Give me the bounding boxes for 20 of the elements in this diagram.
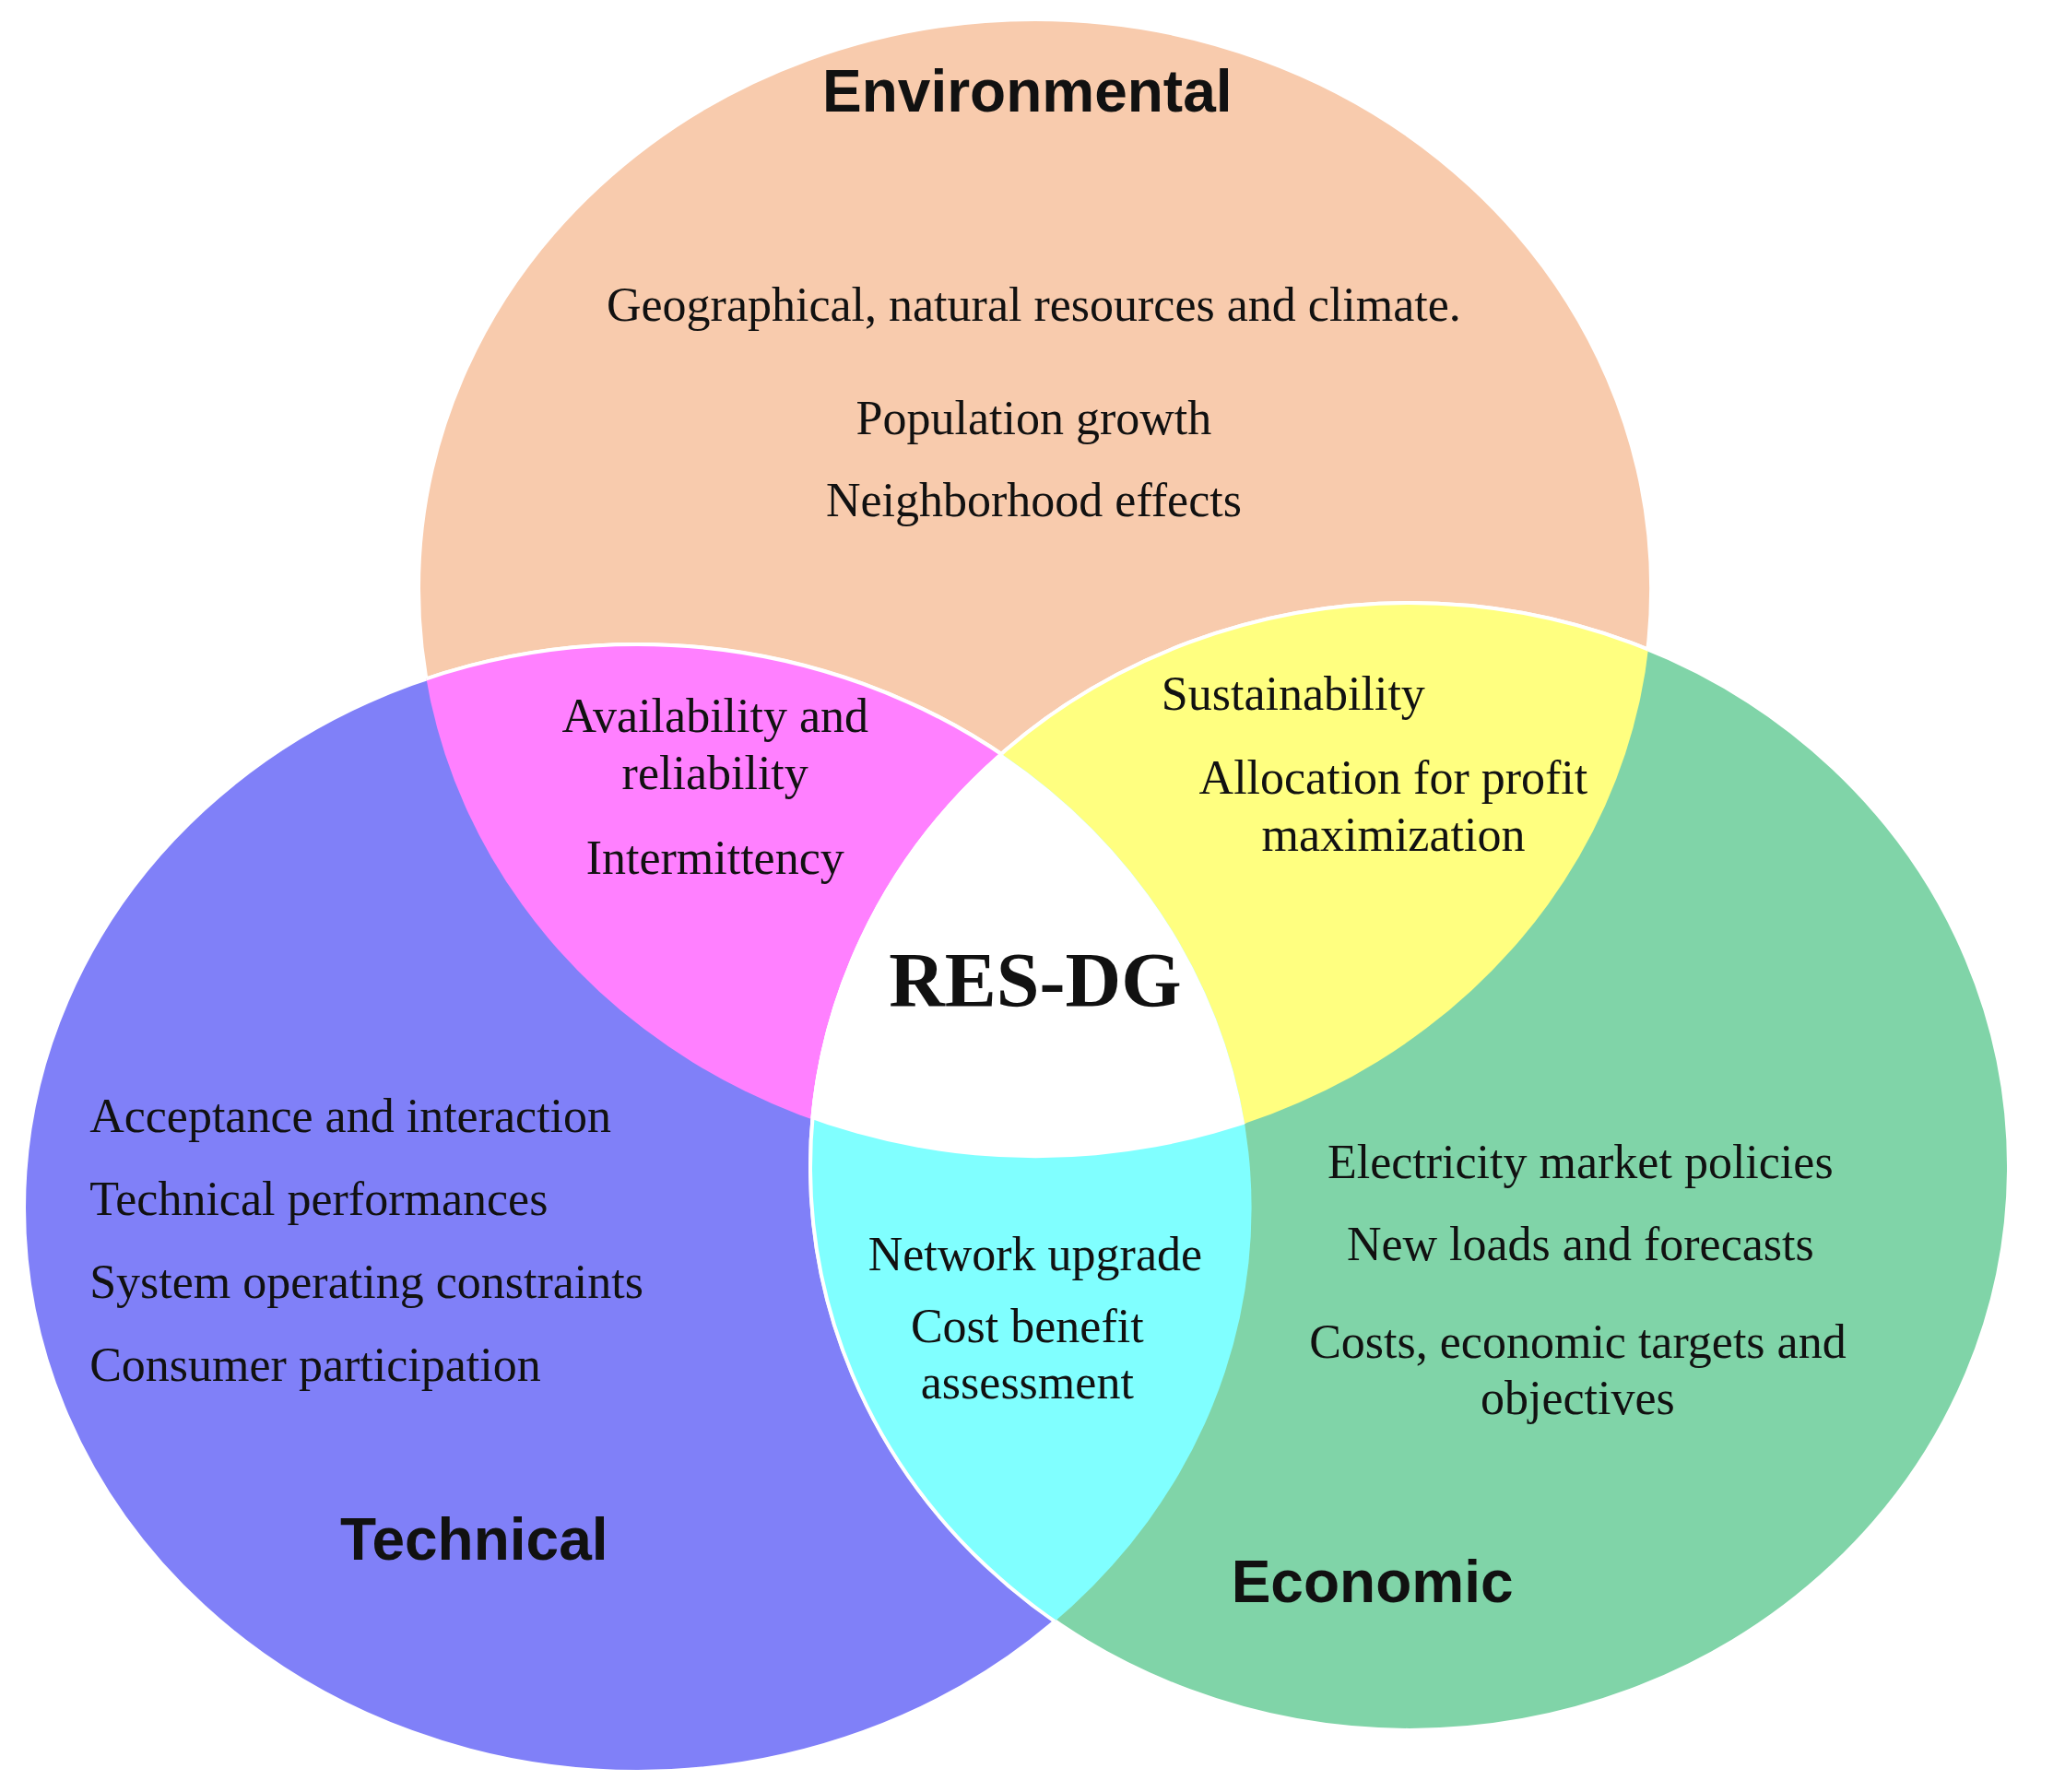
factor-text: Costs, economic targets and objectives bbox=[1308, 1314, 1847, 1426]
center-label: RES-DG bbox=[889, 937, 1182, 1026]
factor-text: Technical performances bbox=[89, 1172, 549, 1228]
factor-text: Intermittency bbox=[585, 831, 844, 887]
factor-text: Network upgrade bbox=[867, 1227, 1203, 1283]
factor-text: Availability and reliability bbox=[560, 688, 869, 801]
factor-text: Electricity market policies bbox=[1327, 1135, 1834, 1191]
factor-text: System operating constraints bbox=[89, 1255, 643, 1311]
factor-text: Neighborhood effects bbox=[825, 473, 1242, 529]
factor-text: Cost benefit assessment bbox=[909, 1298, 1145, 1410]
factor-text: Consumer participation bbox=[89, 1338, 541, 1394]
category-title: Technical bbox=[340, 1505, 608, 1575]
factor-text: Sustainability bbox=[1161, 666, 1425, 723]
factor-text: Population growth bbox=[856, 391, 1212, 447]
category-title: Economic bbox=[1231, 1548, 1514, 1618]
factor-text: Allocation for profit maximization bbox=[1198, 749, 1589, 863]
factor-text: Acceptance and interaction bbox=[89, 1089, 612, 1145]
category-title: Environmental bbox=[822, 57, 1233, 127]
factor-text: Geographical, natural resources and climate. bbox=[605, 277, 1462, 334]
factor-text: New loads and forecasts bbox=[1346, 1217, 1814, 1273]
